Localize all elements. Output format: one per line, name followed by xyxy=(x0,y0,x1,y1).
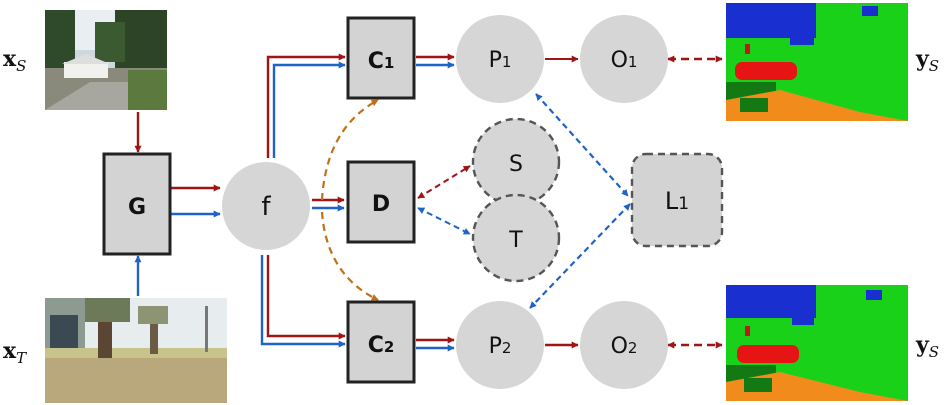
arrow-p1-to-loss xyxy=(535,93,629,197)
classifier2-subscript: 2 xyxy=(384,338,394,356)
out2-subscript: 2 xyxy=(628,339,638,357)
svg-text:L1: L1 xyxy=(665,187,689,215)
source-domain-label: S xyxy=(509,152,523,177)
pred2-label: P xyxy=(489,334,502,359)
arrow-discriminator-source-domain xyxy=(417,165,471,199)
pred2-subscript: 2 xyxy=(502,339,512,357)
classifier1-node: C1 xyxy=(346,16,416,100)
target-image xyxy=(45,298,227,403)
out1-subscript: 1 xyxy=(628,53,638,71)
feature-label: f xyxy=(261,192,271,222)
pred1-node: P1 xyxy=(456,15,544,103)
bottom-output-subscript: S xyxy=(929,343,939,361)
svg-text:P1: P1 xyxy=(489,48,512,73)
target-input-label: x xyxy=(3,338,17,364)
classifier2-label: C xyxy=(368,333,384,358)
target-domain-label: T xyxy=(508,228,523,253)
source-input-subscript: S xyxy=(16,57,26,75)
target-input-subscript: T xyxy=(16,349,27,367)
out2-node: O2 xyxy=(580,301,668,389)
svg-text:yS: yS xyxy=(915,46,939,75)
loss-label: L xyxy=(665,187,679,215)
svg-text:xS: xS xyxy=(3,46,26,75)
pred1-label: P xyxy=(489,48,502,73)
arrow-feature-to-c1-source xyxy=(266,53,346,158)
segmentation-output-bottom xyxy=(726,285,908,401)
bottom-output-label: y xyxy=(915,332,930,358)
arrow-loss-to-p2 xyxy=(529,203,631,309)
pred2-node: P2 xyxy=(456,301,544,389)
top-output-subscript: S xyxy=(929,57,939,75)
arrow-adversarial-to-c1 xyxy=(320,99,379,201)
top-output-label: y xyxy=(915,46,930,72)
svg-text:O2: O2 xyxy=(611,334,638,359)
source-input-label: x xyxy=(3,46,17,72)
loss-subscript: 1 xyxy=(678,194,689,214)
loss-node: L1 xyxy=(630,152,724,248)
arrow-discriminator-target-domain xyxy=(417,207,471,235)
svg-text:C2: C2 xyxy=(368,333,395,358)
classifier1-subscript: 1 xyxy=(384,54,394,72)
arrow-adversarial-to-c2 xyxy=(320,211,379,301)
svg-text:C1: C1 xyxy=(368,49,395,74)
arrow-feature-to-c1-target xyxy=(272,61,346,158)
target-domain-node: T xyxy=(471,193,561,283)
out2-label: O xyxy=(611,334,628,359)
arrow-feature-to-c2-target xyxy=(260,255,346,348)
pred1-subscript: 1 xyxy=(502,53,512,71)
source-domain-node: S xyxy=(471,117,561,207)
segmentation-output-top xyxy=(726,3,908,121)
generator-label: G xyxy=(128,195,146,220)
source-image xyxy=(45,10,167,110)
arrow-feature-to-c2-source xyxy=(266,255,346,340)
feature-node: f xyxy=(222,162,310,250)
discriminator-node: D xyxy=(346,160,416,244)
svg-text:yS: yS xyxy=(915,332,939,361)
svg-text:xT: xT xyxy=(3,338,27,367)
out1-node: O1 xyxy=(580,15,668,103)
discriminator-label: D xyxy=(372,192,390,217)
svg-text:O1: O1 xyxy=(611,48,638,73)
classifier1-label: C xyxy=(368,49,384,74)
svg-text:P2: P2 xyxy=(489,334,512,359)
out1-label: O xyxy=(611,48,628,73)
classifier2-node: C2 xyxy=(346,300,416,384)
generator-node: G xyxy=(102,152,172,256)
